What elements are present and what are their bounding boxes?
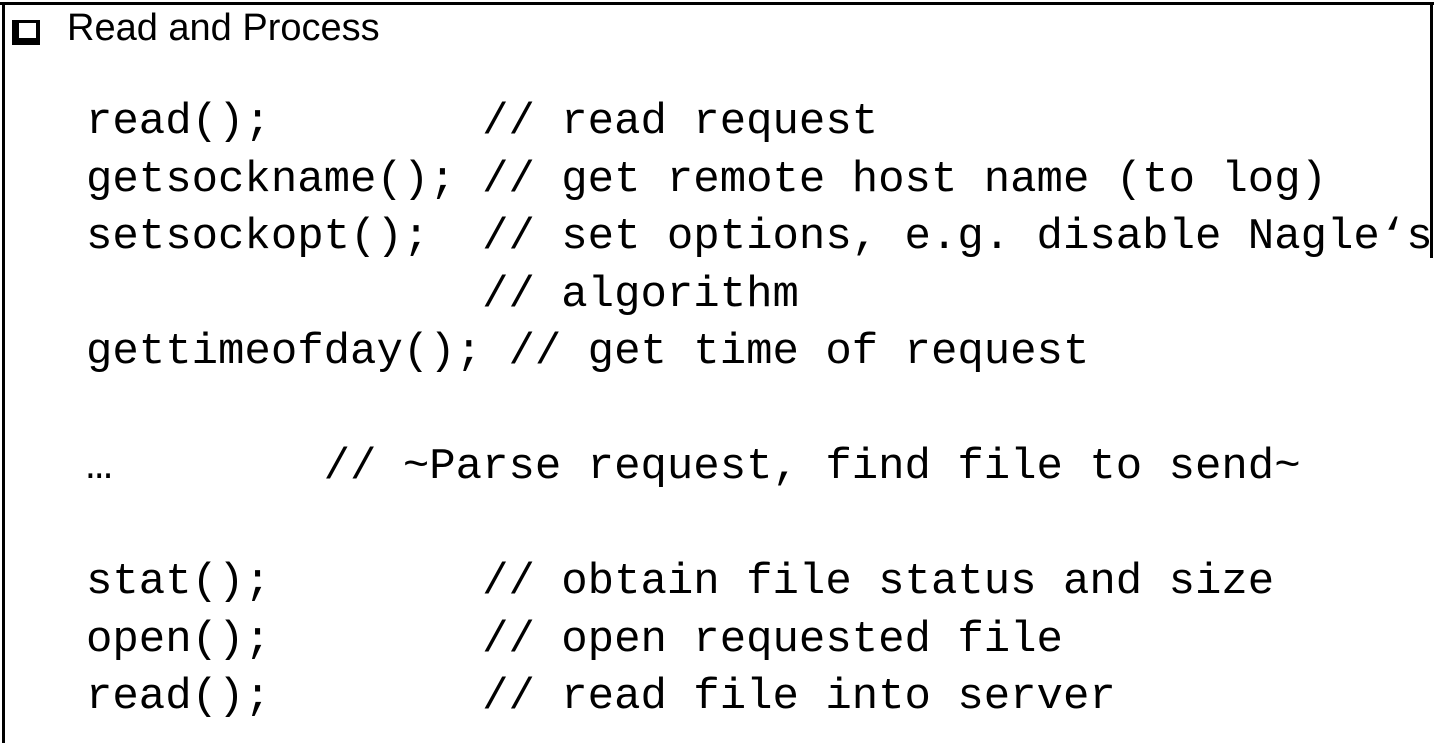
- slide-border-top: [0, 2, 1434, 5]
- slide-border-right: [1430, 2, 1433, 258]
- code-block: read(); // read request getsockname(); /…: [86, 97, 1433, 722]
- square-bullet-icon: [12, 20, 40, 45]
- title-row: Read and Process: [12, 6, 380, 50]
- slide-border-left: [2, 2, 5, 743]
- slide-title: Read and Process: [67, 7, 380, 49]
